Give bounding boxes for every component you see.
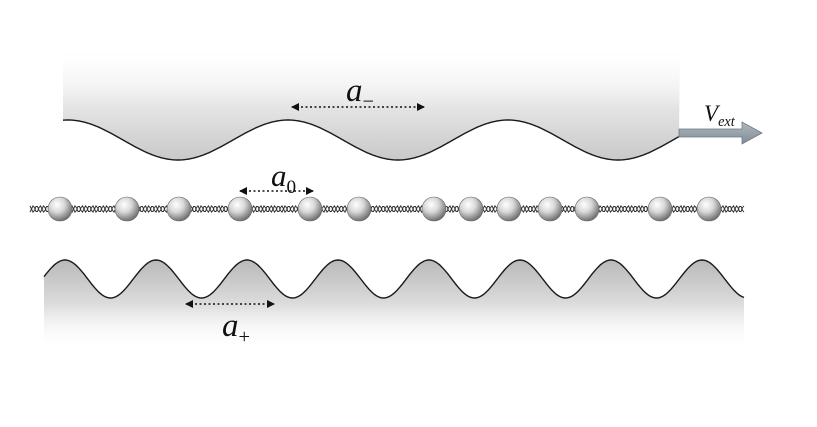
spring-strand-a: [29, 205, 745, 213]
particle-bead: [346, 196, 372, 222]
particle-bead: [47, 196, 73, 222]
particle-bead: [114, 196, 140, 222]
particle-bead: [297, 196, 323, 222]
bottom-substrate: [43, 259, 745, 350]
top-potential-wave: [62, 119, 680, 161]
spring-strand-b: [29, 205, 745, 213]
external-velocity-arrow: [678, 121, 763, 145]
particle-bead: [696, 196, 722, 222]
a-minus-symbol: a: [346, 73, 363, 109]
particle-bead: [496, 196, 522, 222]
top-substrate: [62, 45, 680, 161]
a-minus-label: a−: [346, 73, 374, 113]
a-plus-symbol: a: [222, 308, 239, 344]
v-ext-symbol: V: [704, 101, 719, 126]
v-ext-subscript: ext: [718, 113, 735, 130]
particle-chain: [29, 196, 745, 222]
a-zero-symbol: a: [271, 158, 287, 193]
particle-bead: [574, 196, 600, 222]
top-substrate-shading: [63, 45, 680, 160]
particle-bead: [166, 196, 192, 222]
bottom-potential-wave: [43, 259, 745, 299]
v-ext-label: Vext: [704, 101, 735, 129]
particle-bead: [227, 196, 253, 222]
particle-bead: [421, 196, 447, 222]
particle-bead: [647, 196, 673, 222]
a-zero-label: a0: [271, 158, 296, 197]
a-zero-subscript: 0: [286, 176, 297, 198]
bottom-substrate-shading: [44, 260, 744, 350]
particle-bead: [458, 196, 484, 222]
a-plus-label: a+: [222, 308, 250, 348]
particle-bead: [537, 196, 563, 222]
a-minus-subscript: −: [362, 91, 375, 114]
a-plus-subscript: +: [238, 326, 251, 349]
particles: [47, 196, 722, 222]
